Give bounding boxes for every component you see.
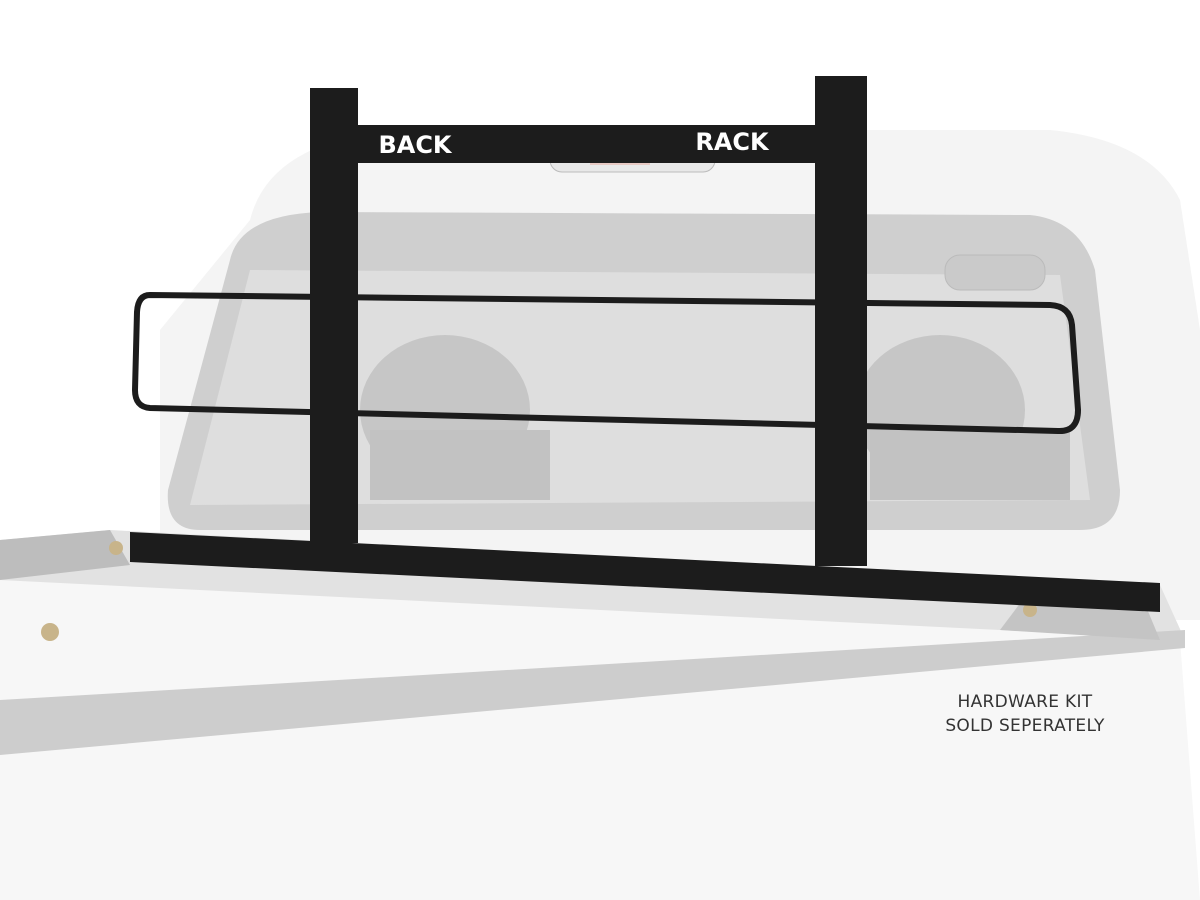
- logo-text-back: BACK: [378, 131, 452, 159]
- rack-rails: [131, 291, 1082, 435]
- note-line-1: HARDWARE KIT: [957, 692, 1093, 712]
- hardware-note: HARDWARE KIT SOLD SEPERATELY: [920, 690, 1130, 738]
- logo-plate: [345, 130, 505, 158]
- seat-base: [370, 430, 550, 500]
- bolt: [109, 541, 123, 555]
- rearview-mirror: [944, 254, 1046, 291]
- note-line-2: SOLD SEPERATELY: [945, 716, 1105, 736]
- bolt: [41, 623, 59, 641]
- mount-bracket: [0, 530, 130, 580]
- logo-plate: [650, 126, 815, 158]
- logo-text-rack: RACK: [695, 128, 770, 156]
- bolt: [1023, 603, 1037, 617]
- seat-base: [870, 430, 1070, 500]
- bed-edge: [0, 630, 1185, 755]
